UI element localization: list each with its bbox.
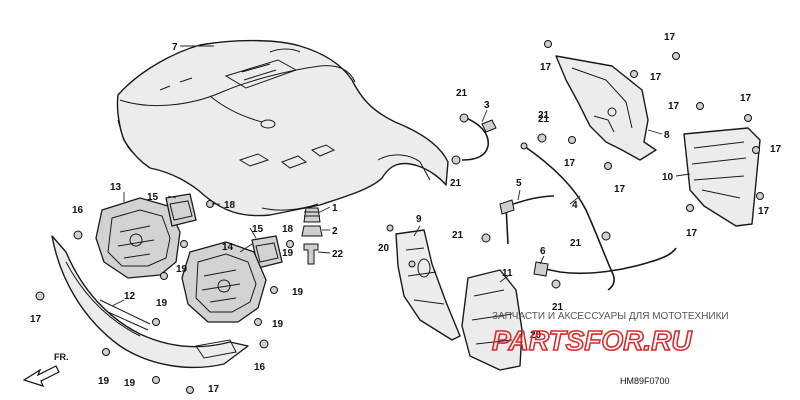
callout-19-e: 19 (282, 248, 294, 259)
right-headlight-bracket[interactable] (181, 241, 267, 323)
callout-10: 10 (662, 172, 674, 183)
collar-1[interactable] (303, 207, 321, 223)
callout-21-d: 21 (538, 110, 550, 121)
diagram-code: HM89F0700 (620, 376, 670, 386)
screw-icon[interactable] (35, 40, 764, 394)
callout-19-c: 19 (98, 376, 110, 387)
callout-8: 8 (664, 130, 670, 141)
callout-13: 13 (110, 182, 122, 193)
callout-19-f: 19 (292, 287, 304, 298)
direction-label: FR. (54, 352, 69, 362)
callout-17-k: 17 (758, 206, 770, 217)
cable-4[interactable] (520, 142, 615, 291)
cable-5[interactable] (499, 195, 555, 245)
callout-4: 4 (572, 200, 578, 211)
callout-6: 6 (540, 246, 546, 257)
callout-11: 11 (502, 268, 513, 279)
callout-17-f: 17 (564, 158, 576, 169)
callout-19-b: 19 (156, 298, 168, 309)
direction-indicator: FR. (22, 352, 69, 387)
callout-labels: 7 13 15 18 16 17 19 19 12 19 19 17 14 15… (30, 32, 782, 395)
callout-15-lower: 15 (252, 224, 264, 235)
cable-3[interactable] (461, 117, 497, 161)
callout-19-a: 19 (176, 264, 188, 275)
callout-19-d: 19 (124, 378, 136, 389)
cable-6[interactable] (533, 247, 677, 277)
side-panel-bracket[interactable] (555, 55, 657, 161)
callout-21-e: 21 (570, 238, 582, 249)
callout-17-i: 17 (740, 93, 752, 104)
callout-5: 5 (516, 178, 522, 189)
inner-fender-right[interactable] (461, 269, 523, 371)
callout-1: 1 (332, 203, 338, 214)
callout-17-left: 17 (30, 314, 42, 325)
callout-19-g: 19 (272, 319, 284, 330)
callout-17-g: 17 (614, 184, 626, 195)
callout-21-b: 21 (450, 178, 462, 189)
callout-17-e: 17 (650, 72, 662, 83)
callout-14: 14 (222, 242, 234, 253)
callout-16-left: 16 (72, 205, 84, 216)
watermark: ЗАПЧАСТИ И АКСЕССУАРЫ ДЛЯ МОТОТЕХНИКИ PA… (491, 311, 729, 357)
mud-flap[interactable] (683, 127, 761, 227)
callout-18-lower: 18 (282, 224, 294, 235)
callout-15-upper: 15 (147, 192, 159, 203)
watermark-logo: PARTSFOR.RU (492, 325, 692, 356)
callout-21-c: 21 (452, 230, 464, 241)
callout-17-mid: 17 (540, 62, 552, 73)
bolt-22[interactable] (303, 243, 319, 265)
rubber-grommet-upper[interactable] (165, 193, 197, 227)
callout-2: 2 (332, 226, 338, 237)
callout-7: 7 (172, 42, 178, 53)
callout-17-j: 17 (770, 144, 782, 155)
callout-3: 3 (484, 100, 490, 111)
front-fender[interactable] (116, 39, 449, 217)
callout-16-right: 16 (254, 362, 266, 373)
callout-21-f: 21 (552, 302, 564, 313)
callout-20-a: 20 (378, 243, 390, 254)
arrow-icon (22, 365, 60, 387)
callout-22: 22 (332, 249, 344, 260)
callout-17-l: 17 (686, 228, 698, 239)
front-lower-guard[interactable] (51, 235, 249, 369)
left-headlight-bracket[interactable] (95, 197, 181, 279)
rubber-mount-2[interactable] (301, 225, 323, 237)
callout-21-g: 21 (538, 114, 550, 125)
callout-18-upper: 18 (224, 200, 236, 211)
callout-12: 12 (124, 291, 136, 302)
leader-lines (111, 45, 691, 307)
callout-17-upper-right: 17 (664, 32, 676, 43)
watermark-tagline: ЗАПЧАСТИ И АКСЕССУАРЫ ДЛЯ МОТОТЕХНИКИ (492, 311, 729, 322)
callout-17-h: 17 (668, 101, 680, 112)
callout-21-a: 21 (456, 88, 468, 99)
inner-fender-left[interactable] (395, 229, 461, 341)
callout-17-bottom: 17 (208, 384, 220, 395)
callout-9: 9 (416, 214, 422, 225)
callout-20-b: 20 (530, 330, 542, 341)
